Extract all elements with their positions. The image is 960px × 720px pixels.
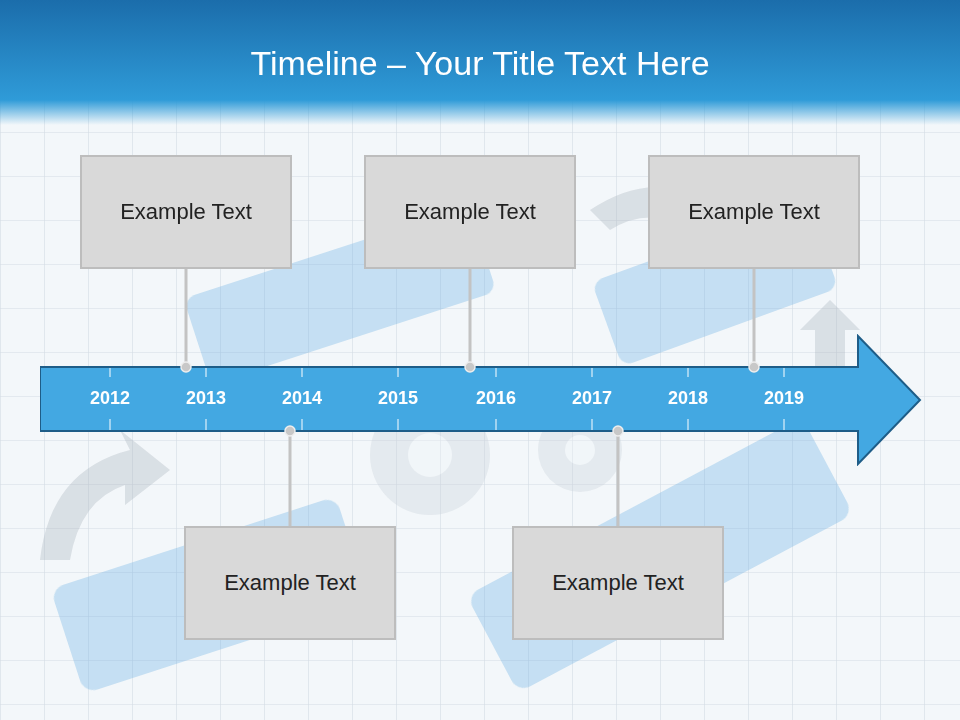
leader-line bbox=[617, 431, 620, 526]
tick-mark bbox=[301, 368, 302, 377]
event-text: Example Text bbox=[540, 570, 696, 596]
tick-mark bbox=[591, 368, 592, 377]
event-text: Example Text bbox=[676, 199, 832, 225]
event-box: Example Text bbox=[80, 155, 292, 269]
anchor-dot bbox=[465, 362, 475, 372]
anchor-dot bbox=[181, 362, 191, 372]
event-box: Example Text bbox=[512, 526, 724, 640]
event-text: Example Text bbox=[212, 570, 368, 596]
anchor-dot bbox=[749, 362, 759, 372]
leader-line bbox=[753, 269, 756, 367]
tick-mark bbox=[783, 419, 784, 430]
year-label: 2019 bbox=[764, 388, 804, 409]
event-text: Example Text bbox=[108, 199, 264, 225]
tick-mark bbox=[495, 368, 496, 377]
year-label: 2017 bbox=[572, 388, 612, 409]
tick-mark bbox=[397, 419, 398, 430]
tick-mark bbox=[687, 419, 688, 430]
event-box: Example Text bbox=[184, 526, 396, 640]
slide-title: Timeline – Your Title Text Here bbox=[0, 44, 960, 83]
year-label: 2015 bbox=[378, 388, 418, 409]
event-box: Example Text bbox=[648, 155, 860, 269]
anchor-dot bbox=[285, 426, 295, 436]
leader-line bbox=[469, 269, 472, 367]
header-bar bbox=[0, 0, 960, 125]
tick-mark bbox=[205, 368, 206, 377]
timeline-arrow: 2012 2013 2014 2015 2016 2017 2018 2019 bbox=[40, 334, 924, 466]
year-label: 2014 bbox=[282, 388, 322, 409]
leader-line bbox=[289, 431, 292, 526]
tick-mark bbox=[301, 419, 302, 430]
tick-mark bbox=[397, 368, 398, 377]
year-label: 2018 bbox=[668, 388, 708, 409]
event-box: Example Text bbox=[364, 155, 576, 269]
year-label: 2016 bbox=[476, 388, 516, 409]
event-text: Example Text bbox=[392, 199, 548, 225]
year-label: 2013 bbox=[186, 388, 226, 409]
year-label: 2012 bbox=[90, 388, 130, 409]
tick-mark bbox=[687, 368, 688, 377]
anchor-dot bbox=[613, 426, 623, 436]
tick-mark bbox=[205, 419, 206, 430]
tick-mark bbox=[109, 368, 110, 377]
tick-mark bbox=[109, 419, 110, 430]
arrow-body bbox=[40, 336, 920, 464]
tick-mark bbox=[495, 419, 496, 430]
tick-mark bbox=[783, 368, 784, 377]
leader-line bbox=[185, 269, 188, 367]
tick-mark bbox=[591, 419, 592, 430]
